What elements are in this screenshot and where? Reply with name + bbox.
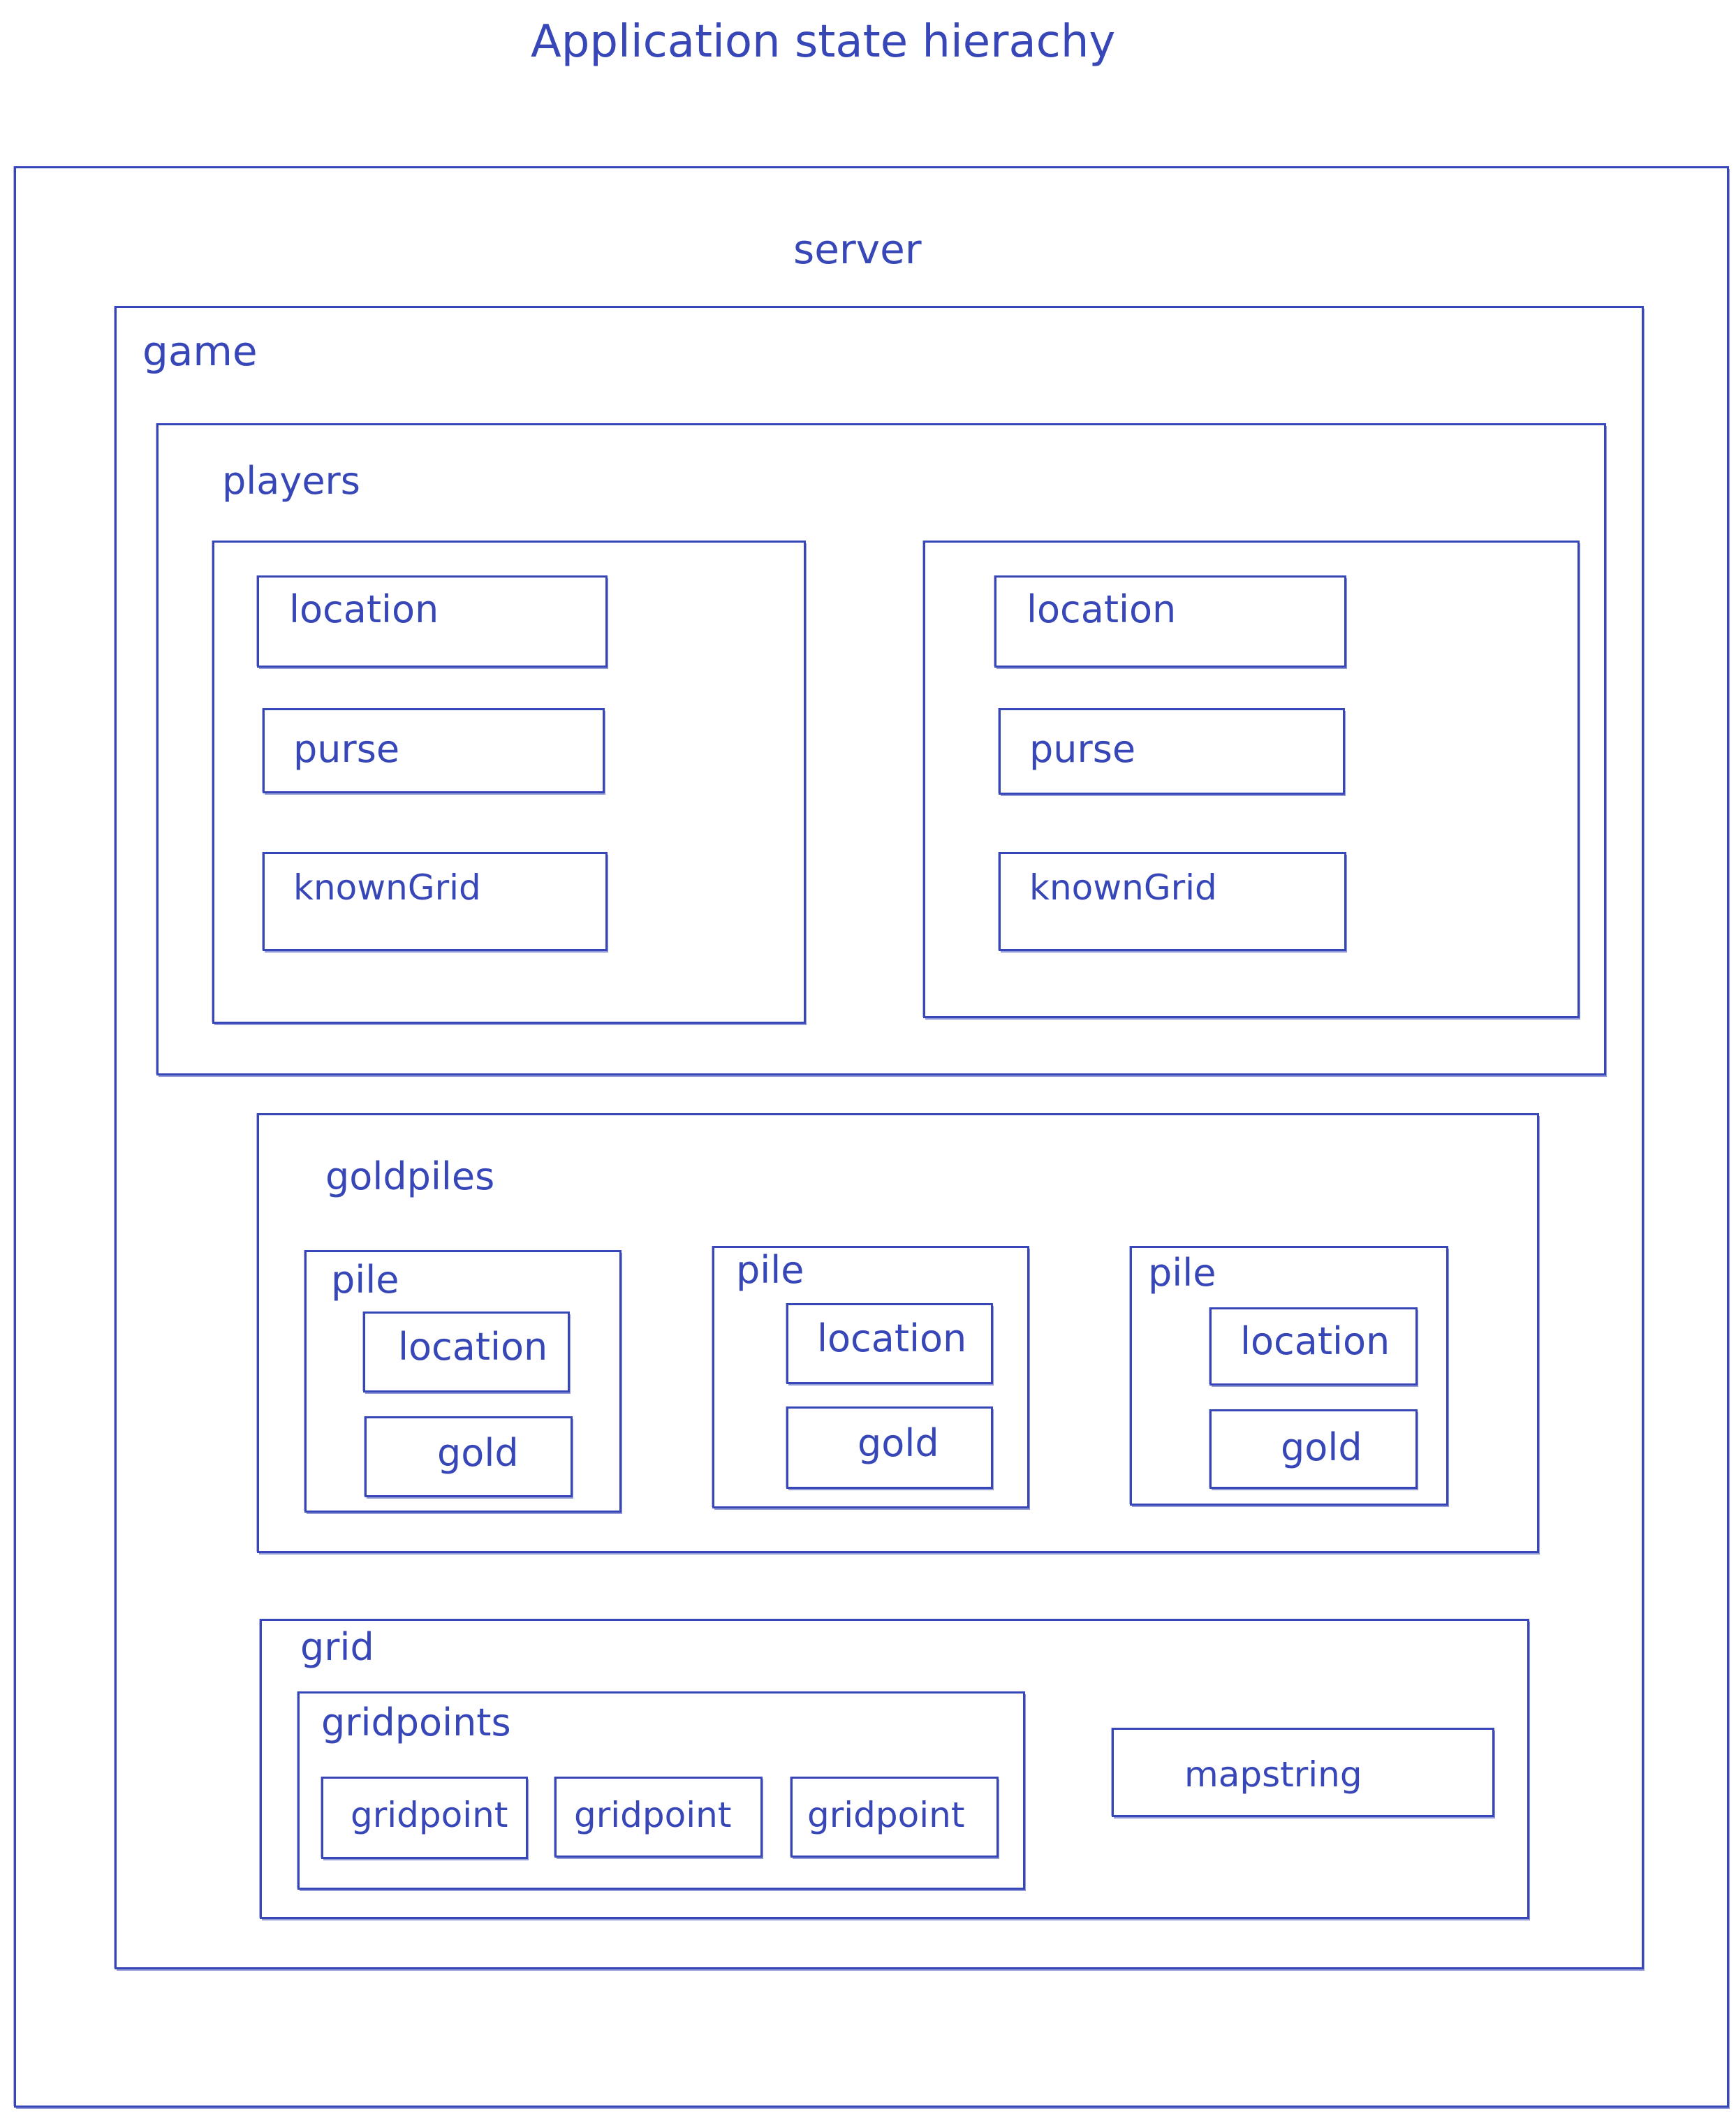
- player-field-label: knownGrid: [293, 867, 481, 908]
- server-label: server: [793, 226, 922, 273]
- server-box: [14, 166, 1729, 2108]
- player-field-label: knownGrid: [1029, 867, 1217, 908]
- player-field-purse: [263, 708, 605, 793]
- player-box: [212, 541, 806, 1024]
- gridpoints-label: gridpoints: [321, 1700, 511, 1744]
- players-box: [156, 423, 1606, 1075]
- player-field-knowngrid: [999, 852, 1346, 951]
- gridpoint-label: gridpoint: [351, 1795, 508, 1835]
- gridpoint-box: [321, 1777, 528, 1859]
- goldpiles-label: goldpiles: [325, 1154, 495, 1198]
- diagram-title: Application state hierachy: [531, 16, 1116, 68]
- pile-box: [304, 1250, 621, 1513]
- gridpoint-box: [554, 1777, 763, 1858]
- player-field-knowngrid: [263, 852, 608, 951]
- pile-field-gold: [365, 1416, 573, 1497]
- grid-label: grid: [300, 1625, 374, 1669]
- player-box: [923, 541, 1580, 1018]
- pile-field-label: gold: [1281, 1425, 1362, 1469]
- mapstring-box: [1112, 1728, 1494, 1817]
- players-label: players: [222, 459, 360, 503]
- pile-field-location: [363, 1312, 570, 1393]
- pile-field-gold: [786, 1406, 993, 1489]
- pile-box: [712, 1246, 1029, 1508]
- pile-field-label: gold: [437, 1431, 519, 1475]
- pile-field-label: location: [817, 1316, 967, 1360]
- pile-field-label: location: [1240, 1319, 1390, 1363]
- goldpiles-box: [257, 1113, 1539, 1553]
- player-field-label: location: [289, 587, 439, 631]
- player-field-label: purse: [1029, 727, 1136, 771]
- gridpoints-box: [297, 1691, 1025, 1890]
- player-field-location: [994, 575, 1346, 668]
- gridpoint-label: gridpoint: [574, 1795, 732, 1835]
- game-box: [115, 306, 1644, 1969]
- game-label: game: [142, 328, 258, 375]
- pile-field-location: [786, 1303, 993, 1384]
- player-field-label: purse: [293, 727, 400, 771]
- pile-field-label: gold: [858, 1421, 939, 1465]
- player-field-label: location: [1027, 587, 1177, 631]
- pile-label: pile: [1148, 1251, 1216, 1295]
- grid-box: [260, 1619, 1529, 1919]
- gridpoint-label: gridpoint: [807, 1795, 965, 1835]
- pile-field-label: location: [398, 1325, 548, 1369]
- pile-label: pile: [331, 1258, 399, 1302]
- gridpoint-box: [790, 1777, 999, 1858]
- pile-field-location: [1209, 1307, 1418, 1386]
- player-field-purse: [999, 708, 1345, 795]
- mapstring-label: mapstring: [1184, 1754, 1362, 1795]
- pile-box: [1130, 1246, 1448, 1506]
- player-field-location: [257, 575, 608, 668]
- pile-field-gold: [1209, 1409, 1418, 1489]
- pile-label: pile: [736, 1248, 804, 1292]
